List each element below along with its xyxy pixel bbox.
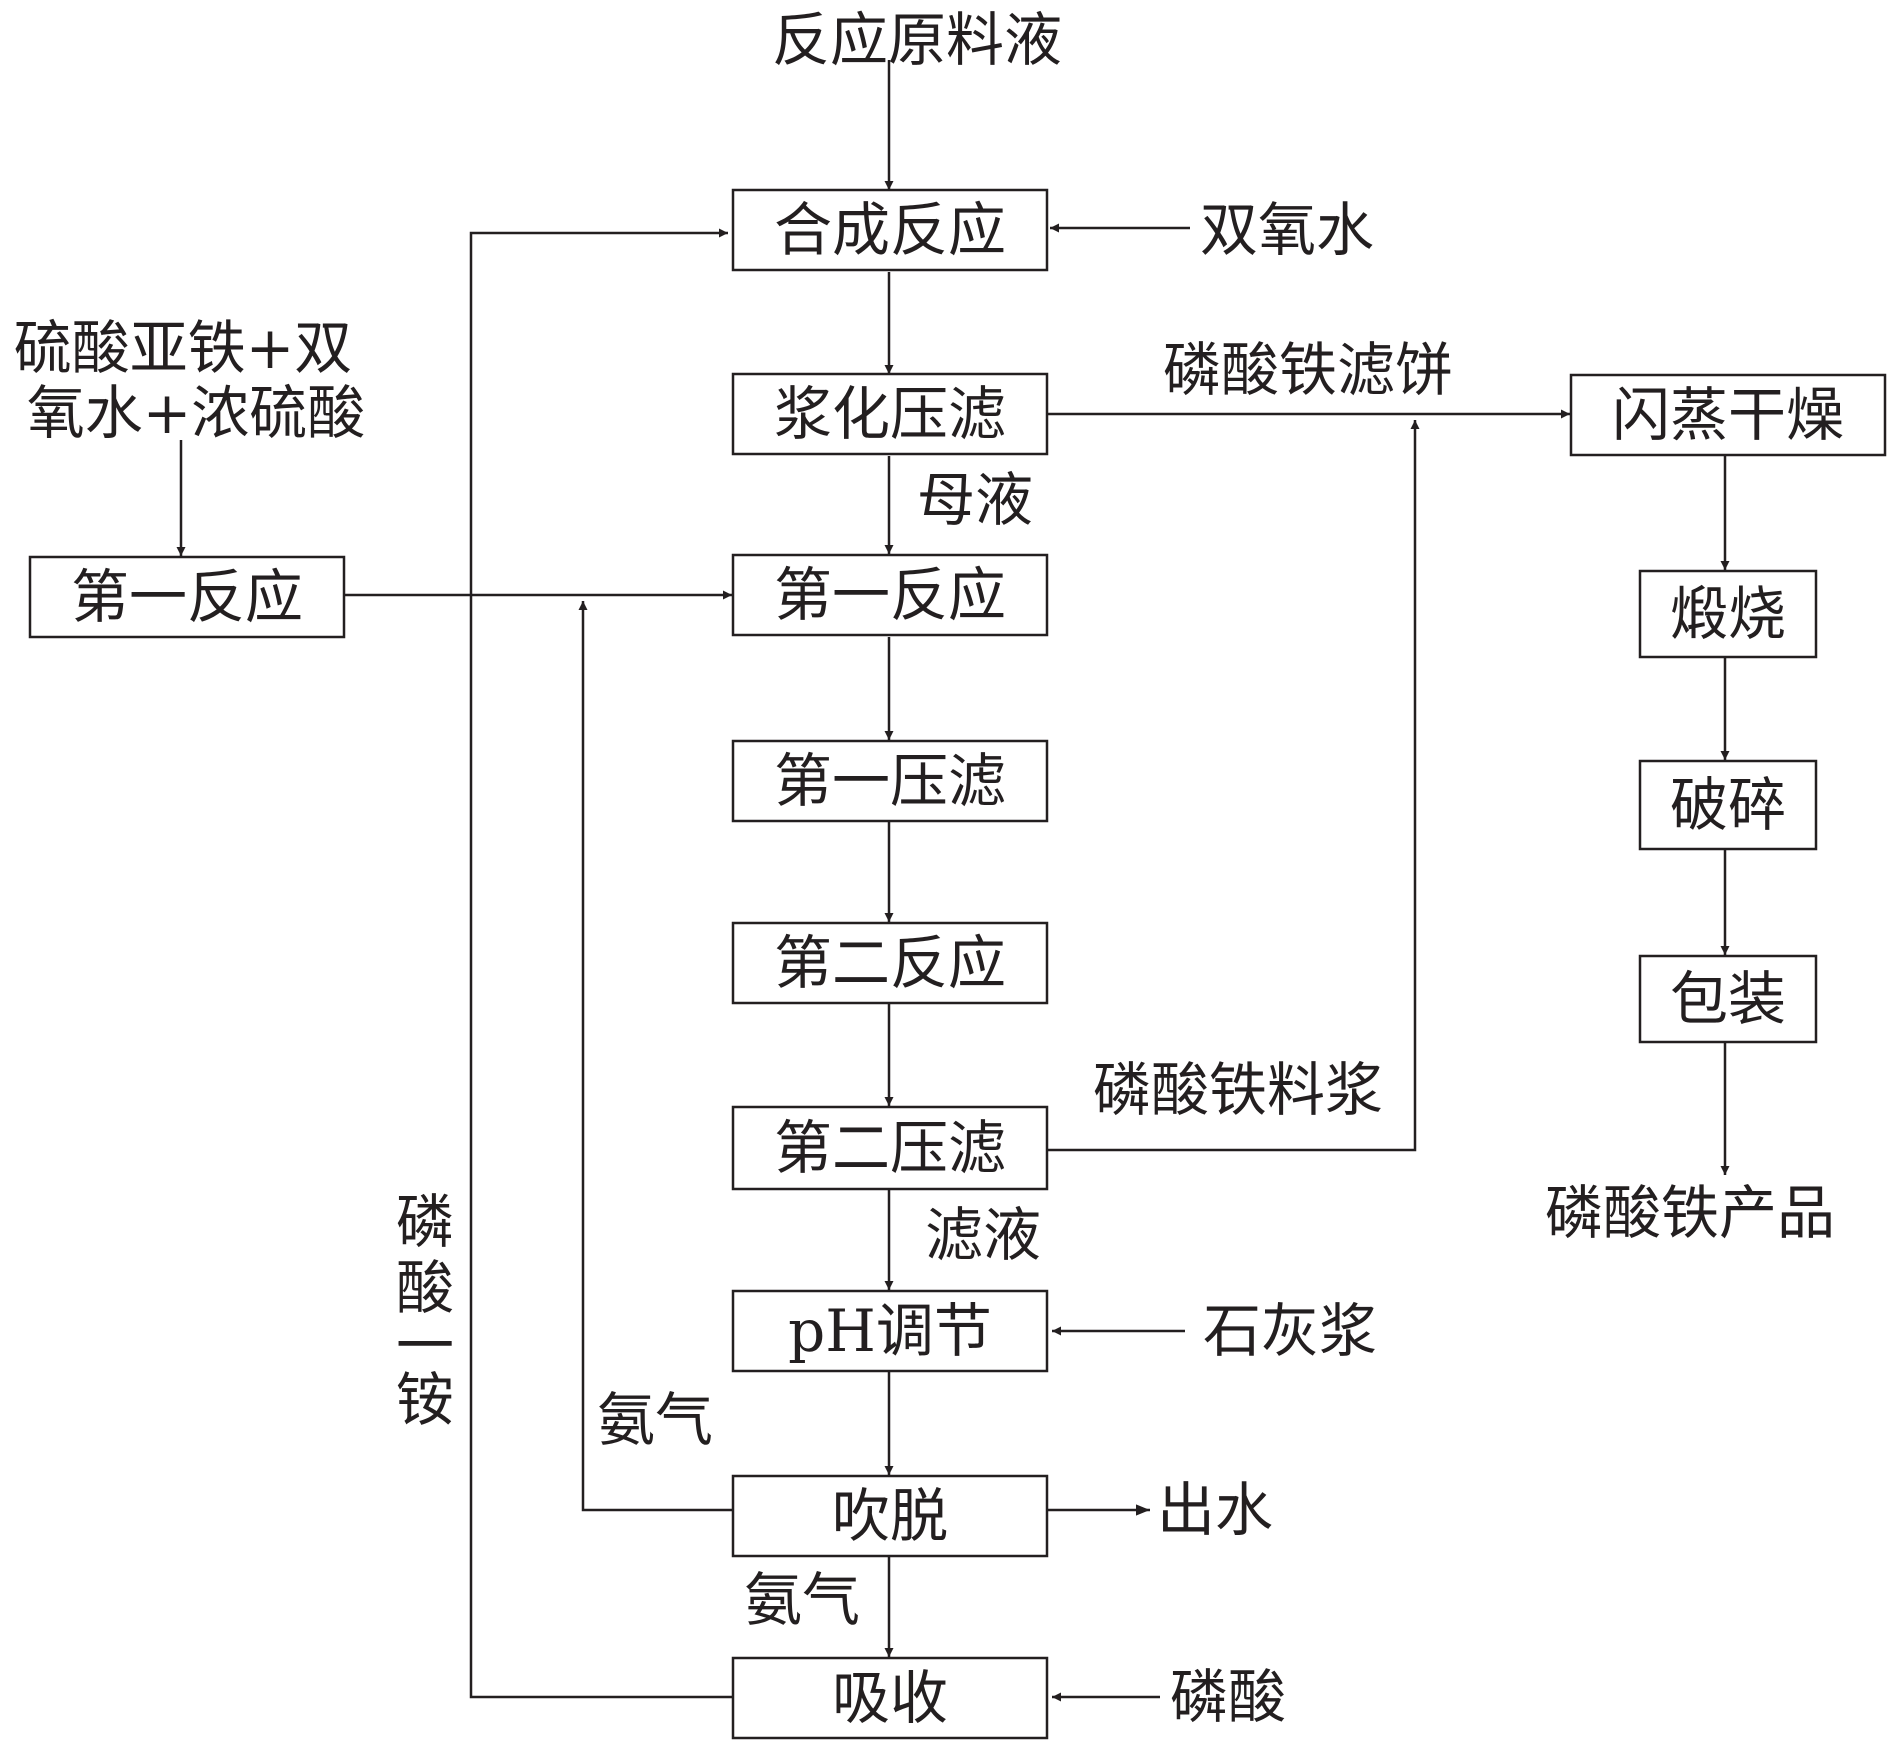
- box-packaging: 包装: [1638, 954, 1818, 1044]
- box-first-reaction-main-label: 第一反应: [774, 561, 1006, 629]
- box-first-reaction-left: 第一反应: [28, 555, 346, 639]
- label-map-vertical: 磷 酸 一 铵: [396, 1188, 454, 1434]
- label-lime: 石灰浆: [1203, 1297, 1377, 1365]
- box-second-filter: 第二压滤: [731, 1105, 1049, 1191]
- box-first-filter-label: 第一压滤: [774, 747, 1006, 815]
- arrow-slurry-recycle-to-filter-cake-line: [1048, 420, 1420, 1152]
- label-water-out: 出水: [1157, 1476, 1273, 1544]
- label-map-char-1: 磷: [396, 1188, 454, 1256]
- box-second-reaction-label: 第二反应: [774, 929, 1006, 997]
- box-ph-adjust: pH调节: [731, 1289, 1049, 1373]
- connectors: [176, 60, 1730, 1702]
- label-map-char-2: 酸: [396, 1254, 454, 1322]
- box-flash-dry: 闪蒸干燥: [1569, 373, 1887, 457]
- box-synthesis-label: 合成反应: [774, 196, 1006, 264]
- label-filter-cake: 磷酸铁滤饼: [1163, 336, 1453, 404]
- box-calcination-label: 煅烧: [1670, 580, 1786, 648]
- label-map-char-4: 铵: [396, 1366, 454, 1434]
- box-slurry-filter-label: 浆化压滤: [774, 380, 1006, 448]
- label-ammonia-down: 氨气: [744, 1566, 860, 1634]
- label-phosphoric-acid: 磷酸: [1170, 1663, 1286, 1731]
- box-calcination: 煅烧: [1638, 569, 1818, 659]
- label-reagents-line1: 硫酸亚铁+双: [14, 314, 353, 382]
- box-first-reaction-main: 第一反应: [731, 553, 1049, 637]
- box-packaging-label: 包装: [1670, 965, 1786, 1033]
- box-second-filter-label: 第二压滤: [774, 1114, 1006, 1182]
- box-absorption: 吸收: [731, 1656, 1049, 1740]
- box-stripping-label: 吹脱: [832, 1482, 948, 1550]
- label-reagents-line2: 氧水+浓硫酸: [27, 379, 366, 447]
- arrow-map-recycle-to-synthesis: [469, 228, 732, 1699]
- box-crushing: 破碎: [1638, 759, 1818, 851]
- label-slurry: 磷酸铁料浆: [1093, 1056, 1383, 1124]
- label-mother-liquor: 母液: [917, 466, 1033, 534]
- label-ammonia-recycle: 氨气: [597, 1386, 713, 1454]
- box-ph-adjust-label: pH调节: [788, 1297, 992, 1365]
- box-stripping: 吹脱: [731, 1474, 1049, 1558]
- box-first-reaction-left-label: 第一反应: [71, 563, 303, 631]
- label-h2o2: 双氧水: [1200, 196, 1374, 264]
- arrow-ammonia-recycle: [578, 601, 732, 1512]
- box-flash-dry-label: 闪蒸干燥: [1612, 381, 1844, 449]
- label-map-char-3: 一: [396, 1312, 454, 1380]
- label-feed: 反应原料液: [772, 6, 1062, 74]
- box-synthesis: 合成反应: [731, 188, 1049, 272]
- box-crushing-label: 破碎: [1670, 771, 1786, 839]
- box-absorption-label: 吸收: [832, 1664, 948, 1732]
- box-slurry-filter: 浆化压滤: [731, 372, 1049, 456]
- box-first-filter: 第一压滤: [731, 739, 1049, 823]
- box-second-reaction: 第二反应: [731, 921, 1049, 1005]
- label-product: 磷酸铁产品: [1545, 1179, 1835, 1247]
- label-filtrate: 滤液: [925, 1201, 1041, 1269]
